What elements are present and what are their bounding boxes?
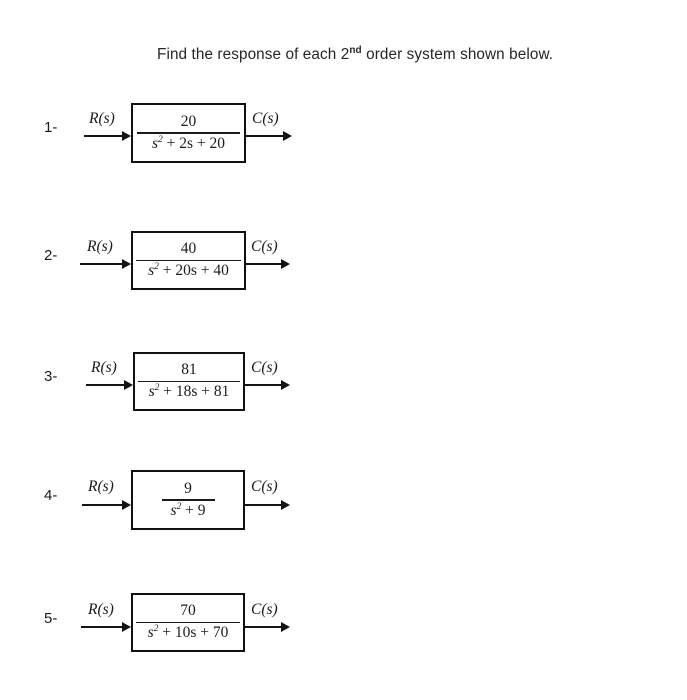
output-label-5: C(s) bbox=[251, 601, 278, 618]
output-arrow-shaft-3 bbox=[245, 384, 283, 387]
denominator-rest-2: + 20s + 40 bbox=[158, 262, 229, 280]
denominator-base-1: s bbox=[151, 134, 159, 152]
output-arrow-1 bbox=[246, 131, 294, 141]
input-arrow-shaft-3 bbox=[86, 384, 126, 387]
output-arrow-shaft-5 bbox=[245, 626, 283, 629]
denominator-2: s2 + 20s + 40 bbox=[148, 261, 229, 279]
input-arrow-4 bbox=[82, 500, 131, 510]
row-number-5: 5- bbox=[44, 610, 58, 627]
input-arrow-shaft-5 bbox=[81, 626, 124, 629]
page-title: Find the response of each 2nd order syst… bbox=[157, 44, 554, 63]
denominator-rest-5: + 10s + 70 bbox=[158, 624, 229, 642]
input-arrow-head-5 bbox=[122, 622, 131, 632]
numerator-5: 70 bbox=[180, 602, 196, 620]
transfer-function-block-2: 40 s2 + 20s + 40 bbox=[131, 231, 246, 290]
denominator-exponent-4: 2 bbox=[176, 501, 182, 512]
input-arrow-shaft-2 bbox=[80, 263, 124, 266]
output-arrow-shaft-1 bbox=[246, 135, 285, 138]
output-label-1: C(s) bbox=[252, 110, 279, 127]
fraction-bar-4 bbox=[161, 499, 215, 501]
system-row-2: 2- R(s) 40 s2 + 20s + 40 C(s) bbox=[0, 228, 687, 308]
input-arrow-head-4 bbox=[122, 500, 131, 510]
page-title-superscript: nd bbox=[349, 44, 362, 56]
input-arrow-shaft-1 bbox=[84, 135, 124, 138]
output-arrow-3 bbox=[245, 380, 292, 390]
input-arrow-head-2 bbox=[122, 259, 131, 269]
input-arrow-head-1 bbox=[122, 131, 131, 141]
transfer-function-fraction-1: 20 s2 + 2s + 20 bbox=[137, 112, 240, 152]
row-number-1: 1- bbox=[44, 119, 58, 136]
denominator-base-5: s bbox=[147, 624, 154, 642]
denominator-1: s2 + 2s + 20 bbox=[152, 134, 225, 152]
input-label-4: R(s) bbox=[88, 478, 114, 495]
transfer-function-block-4: 9 s2 + 9 bbox=[131, 470, 245, 530]
input-arrow-head-3 bbox=[124, 380, 133, 390]
system-row-4: 4- R(s) 9 s2 + 9 C(s) bbox=[0, 467, 687, 547]
output-arrow-head-2 bbox=[281, 259, 290, 269]
system-row-5: 5- R(s) 70 s2 + 10s + 70 C(s) bbox=[0, 590, 687, 670]
output-label-4: C(s) bbox=[251, 478, 278, 495]
output-label-2: C(s) bbox=[251, 238, 278, 255]
denominator-5: s2 + 10s + 70 bbox=[148, 623, 229, 641]
numerator-2: 40 bbox=[180, 240, 197, 258]
page-title-text: Find the response of each 2 bbox=[157, 46, 350, 63]
input-arrow-5 bbox=[81, 622, 131, 632]
row-number-2: 2- bbox=[44, 247, 58, 264]
output-arrow-shaft-4 bbox=[245, 504, 283, 507]
output-arrow-head-1 bbox=[283, 131, 292, 141]
denominator-exponent-1: 2 bbox=[158, 134, 163, 145]
denominator-base-2: s bbox=[148, 262, 155, 280]
transfer-function-block-3: 81 s2 + 18s + 81 bbox=[133, 352, 245, 411]
input-label-2: R(s) bbox=[87, 238, 113, 255]
denominator-exponent-2: 2 bbox=[154, 262, 159, 273]
denominator-base-4: s bbox=[170, 501, 177, 519]
denominator-4: s2 + 9 bbox=[170, 501, 205, 519]
denominator-rest-4: + 9 bbox=[181, 501, 206, 519]
input-label-5: R(s) bbox=[88, 601, 114, 618]
output-arrow-4 bbox=[245, 500, 292, 510]
output-arrow-head-3 bbox=[281, 380, 290, 390]
transfer-function-fraction-3: 81 s2 + 18s + 81 bbox=[138, 362, 240, 400]
input-arrow-2 bbox=[80, 259, 131, 269]
output-arrow-shaft-2 bbox=[246, 263, 283, 266]
output-arrow-head-4 bbox=[281, 500, 290, 510]
page-title-text-tail: order system shown below. bbox=[361, 46, 554, 63]
numerator-1: 20 bbox=[180, 112, 197, 130]
denominator-rest-3: + 18s + 81 bbox=[159, 383, 230, 401]
row-number-3: 3- bbox=[44, 368, 58, 385]
system-row-3: 3- R(s) 81 s2 + 18s + 81 C(s) bbox=[0, 349, 687, 429]
transfer-function-fraction-4: 9 s2 + 9 bbox=[161, 479, 215, 519]
numerator-3: 81 bbox=[181, 361, 197, 379]
transfer-function-block-5: 70 s2 + 10s + 70 bbox=[131, 593, 245, 652]
input-label-1: R(s) bbox=[89, 110, 115, 127]
transfer-function-fraction-5: 70 s2 + 10s + 70 bbox=[136, 603, 240, 641]
transfer-function-block-1: 20 s2 + 2s + 20 bbox=[131, 103, 246, 163]
denominator-3: s2 + 18s + 81 bbox=[149, 382, 230, 400]
output-arrow-head-5 bbox=[281, 622, 290, 632]
numerator-4: 9 bbox=[184, 479, 192, 497]
denominator-rest-1: + 2s + 20 bbox=[162, 134, 226, 152]
input-arrow-3 bbox=[86, 380, 133, 390]
transfer-function-fraction-2: 40 s2 + 20s + 40 bbox=[136, 241, 241, 279]
input-arrow-shaft-4 bbox=[82, 504, 124, 507]
denominator-exponent-3: 2 bbox=[154, 383, 160, 394]
fraction-bar-5 bbox=[136, 621, 240, 624]
system-row-1: 1- R(s) 20 s2 + 2s + 20 C(s) bbox=[0, 100, 687, 180]
denominator-base-3: s bbox=[148, 383, 155, 401]
output-label-3: C(s) bbox=[251, 359, 278, 376]
row-number-4: 4- bbox=[44, 487, 58, 504]
fraction-bar-2 bbox=[136, 259, 241, 262]
fraction-bar-1 bbox=[137, 132, 240, 134]
input-label-3: R(s) bbox=[91, 359, 117, 376]
denominator-exponent-5: 2 bbox=[153, 624, 159, 635]
output-arrow-5 bbox=[245, 622, 292, 632]
output-arrow-2 bbox=[246, 259, 292, 269]
input-arrow-1 bbox=[84, 131, 131, 141]
fraction-bar-3 bbox=[138, 380, 240, 383]
